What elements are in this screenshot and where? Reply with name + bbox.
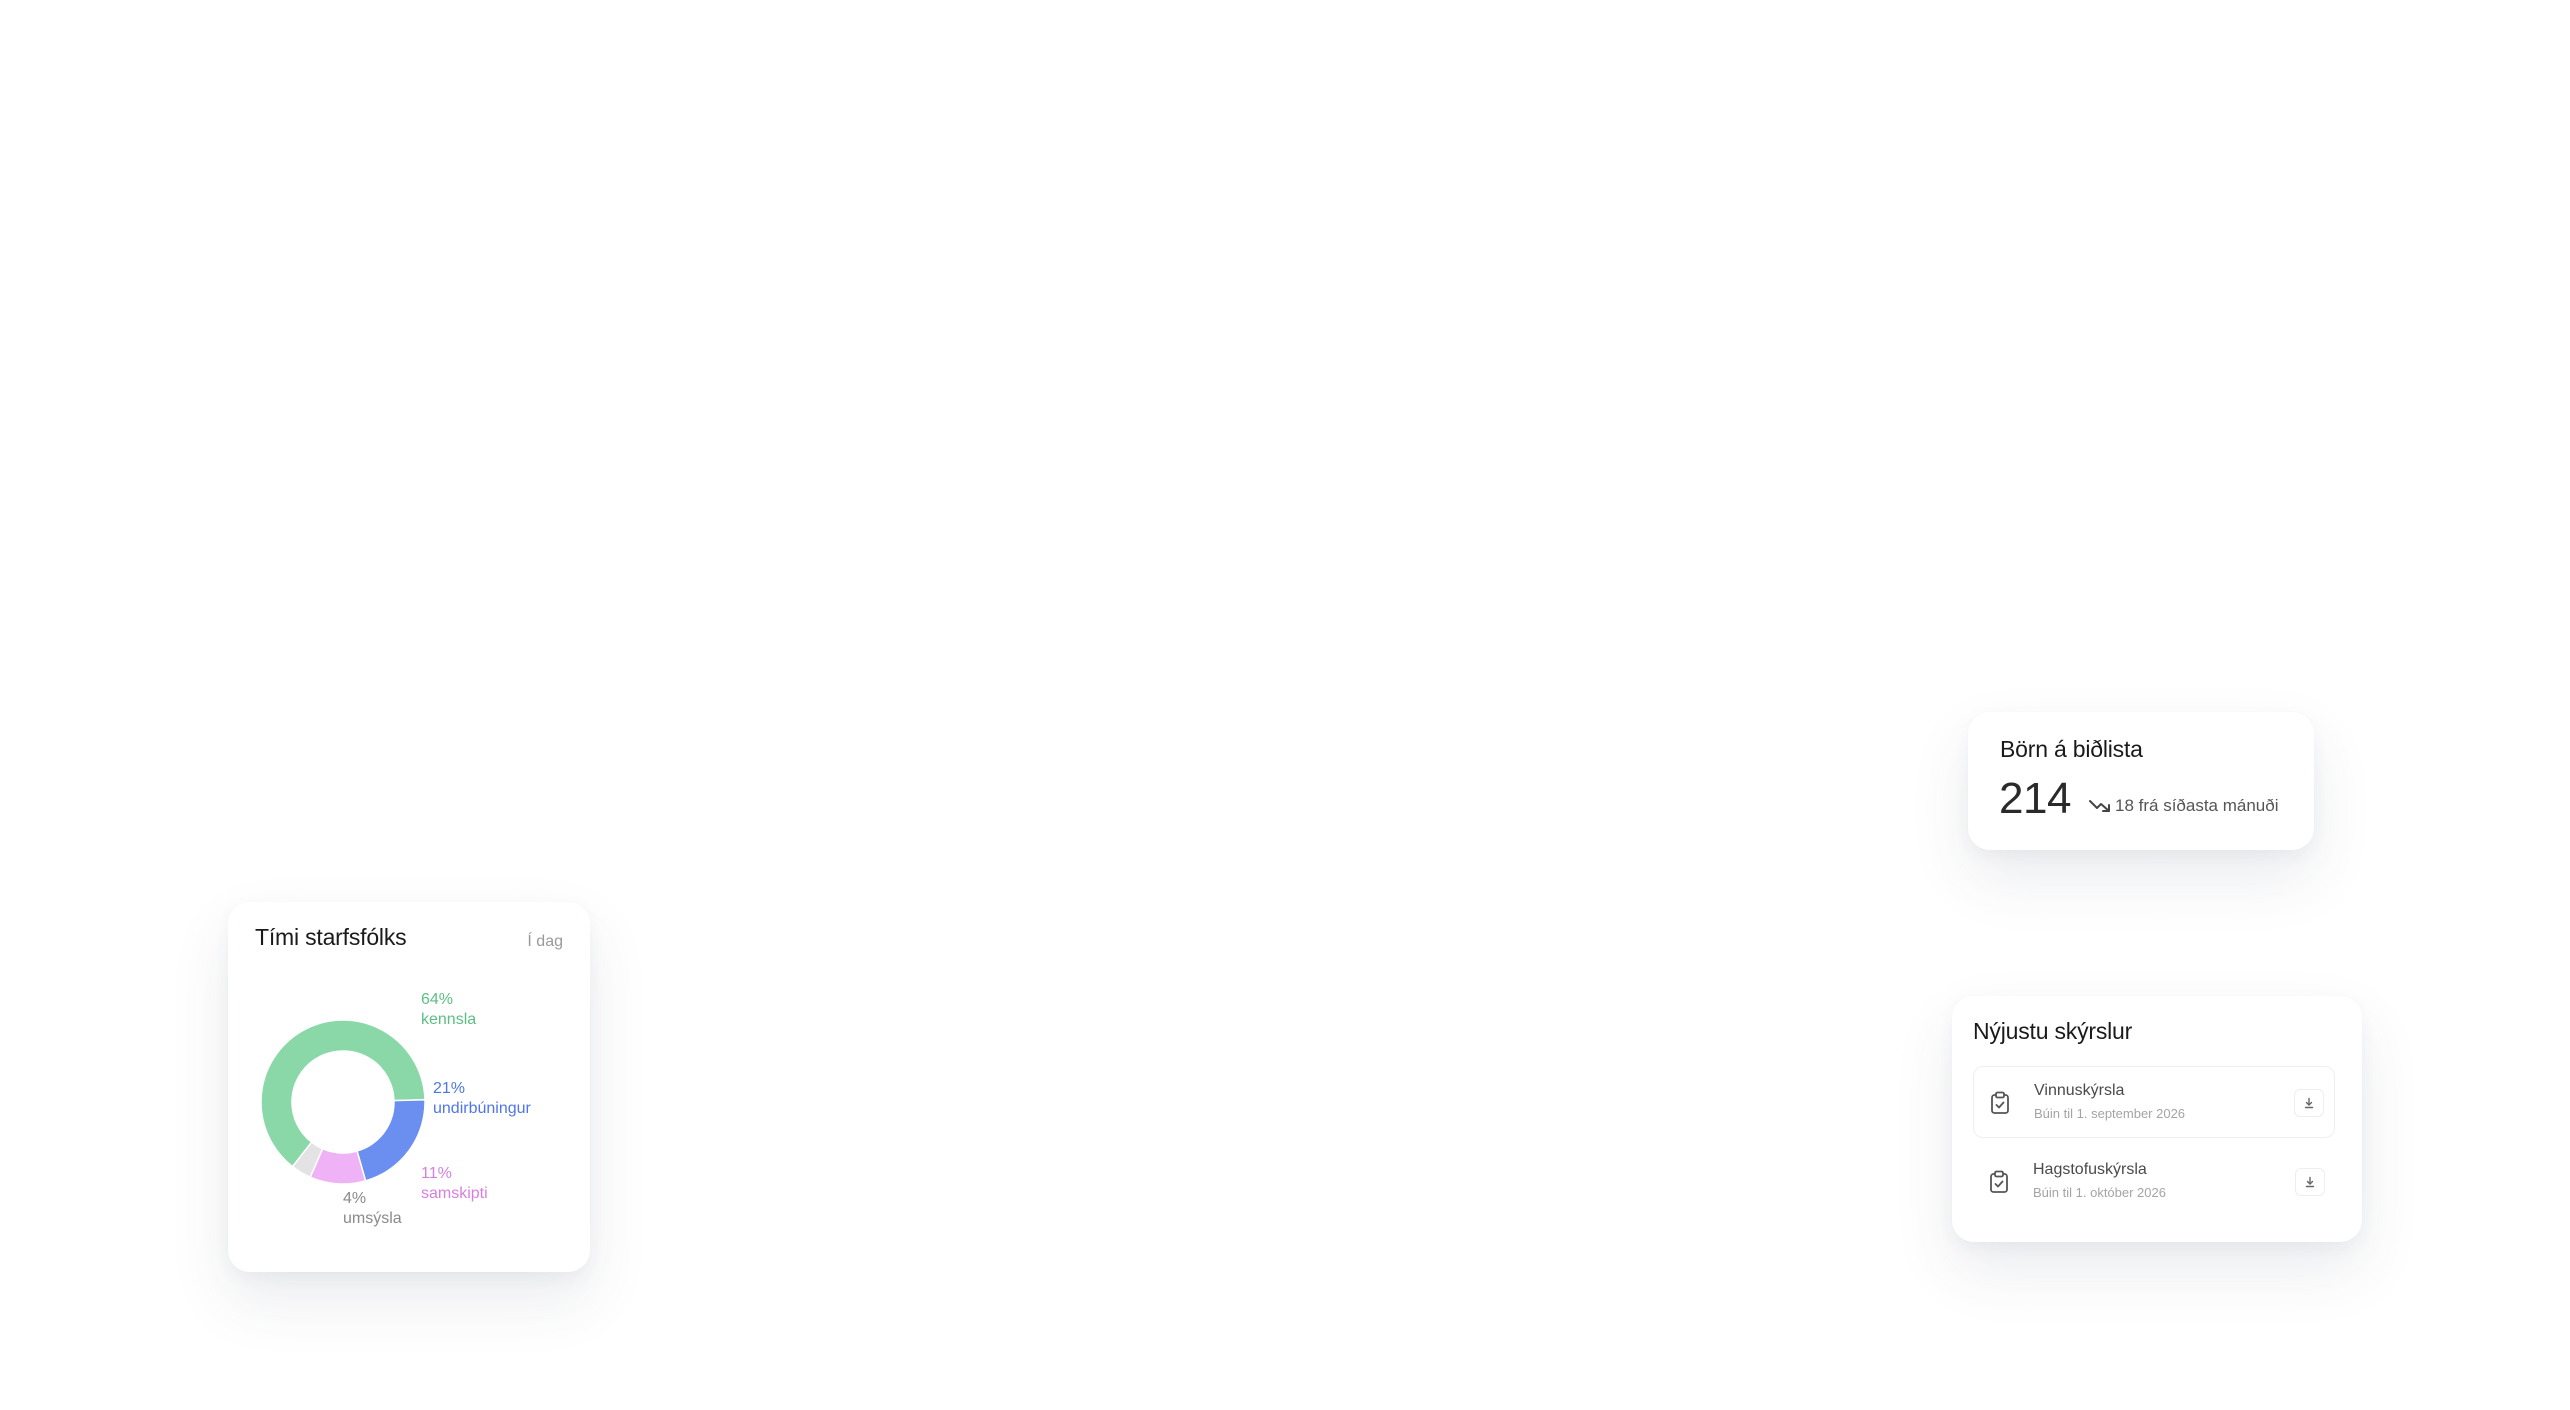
download-button[interactable]	[2295, 1168, 2325, 1196]
report-name: Vinnuskýrsla	[2034, 1082, 2125, 1099]
slice-percent: 64%	[421, 991, 454, 1008]
donut-slice-undirbúningur	[356, 1098, 426, 1182]
donut-slice-umsýsla	[291, 1141, 324, 1179]
download-button[interactable]	[2294, 1089, 2324, 1117]
report-name: Hagstofuskýrsla	[2033, 1161, 2147, 1178]
trend-indicator: 18 frá síðasta mánuði	[2089, 796, 2278, 816]
card-title: Tími starfsfólks	[255, 924, 407, 950]
report-date: Búin til 1. október 2026	[2033, 1185, 2166, 1200]
slice-label-kennsla: 64% kennsla	[421, 990, 476, 1030]
waitlist-count: 214	[1999, 774, 2071, 823]
slice-category: undirbúningur	[433, 1100, 531, 1117]
slice-label-samskipti: 11% samskipti	[421, 1164, 488, 1204]
report-date: Búin til 1. september 2026	[2034, 1106, 2186, 1121]
slice-label-umsýsla: 4% umsýsla	[343, 1189, 402, 1229]
card-title: Börn á biðlista	[2000, 736, 2143, 762]
latest-reports-card: Nýjustu skýrslur Vinnuskýrsla Búin til 1…	[1952, 996, 2362, 1242]
report-item[interactable]: Vinnuskýrsla Búin til 1. september 2026	[1973, 1066, 2335, 1138]
slice-category: samskipti	[421, 1185, 488, 1202]
trend-text: 18 frá síðasta mánuði	[2115, 796, 2279, 815]
card-title: Nýjustu skýrslur	[1973, 1018, 2133, 1044]
trending-down-icon	[2089, 800, 2110, 812]
slice-category: umsýsla	[343, 1210, 402, 1227]
clipboard-check-icon	[1991, 1091, 2009, 1114]
slice-percent: 11%	[421, 1165, 452, 1182]
donut-slice-kennsla	[260, 1019, 426, 1168]
staff-time-donut-chart	[260, 1019, 426, 1185]
slice-category: kennsla	[421, 1011, 477, 1028]
clipboard-check-icon	[1990, 1170, 2008, 1193]
slice-label-undirbúningur: 21% undirbúningur	[433, 1079, 531, 1119]
download-icon	[2304, 1097, 2314, 1109]
report-item[interactable]: Hagstofuskýrsla Búin til 1. október 2026	[1973, 1146, 2335, 1218]
slice-percent: 4%	[343, 1190, 367, 1207]
download-icon	[2305, 1176, 2315, 1188]
waitlist-card: Börn á biðlista 214 18 frá síðasta mánuð…	[1968, 712, 2314, 850]
staff-time-card: Tími starfsfólks Í dag 64% kennsla 21% undi…	[228, 902, 590, 1272]
period-selector[interactable]: Í dag	[527, 933, 563, 950]
slice-percent: 21%	[433, 1080, 466, 1097]
